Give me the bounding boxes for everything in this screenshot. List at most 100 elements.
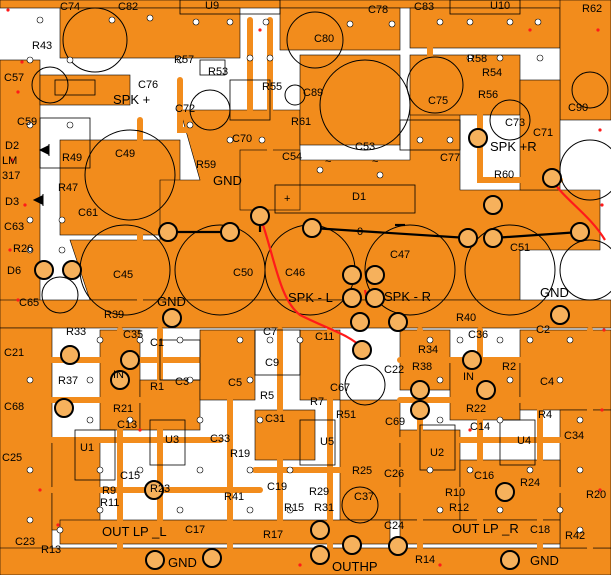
label-c57: C57 (4, 72, 25, 84)
label-tilde-2: ~ (372, 156, 379, 168)
label-c67: C67 (330, 382, 351, 394)
label-r40: R40 (456, 312, 477, 324)
label-c7: C7 (263, 326, 278, 338)
jumper-wires-black (168, 218, 581, 240)
label-r9: R9 (102, 485, 117, 497)
label-r19: R19 (230, 448, 251, 460)
label-c2: C2 (536, 324, 551, 336)
label-c14: C14 (470, 421, 491, 433)
label-r43: R43 (32, 40, 53, 52)
label-r60: R60 (494, 169, 515, 181)
diode-d3-symbol (32, 195, 43, 205)
label-r17: R17 (263, 529, 284, 541)
label-in-l: IN (113, 369, 124, 381)
label-c37: C37 (354, 491, 375, 503)
label-c78: C78 (368, 4, 389, 16)
label-r5: R5 (260, 390, 275, 402)
label-r21: R21 (113, 403, 134, 415)
label-c35: C35 (123, 329, 144, 341)
label-spk-plus: SPK + (113, 92, 151, 107)
label-spk-r: SPK - R (384, 289, 431, 304)
label-c63: C63 (4, 221, 25, 233)
label-u1: U1 (80, 442, 95, 454)
label-r57: R57 (174, 54, 195, 66)
label-u10: U10 (490, 0, 511, 12)
label-c4: C4 (540, 376, 555, 388)
label-gnd-mid: GND (157, 294, 186, 309)
label-c72: C72 (175, 103, 196, 115)
label-c5: C5 (228, 377, 243, 389)
label-r7: R7 (310, 396, 325, 408)
label-spk-l: SPK - L (288, 290, 333, 305)
label-c50: C50 (233, 267, 254, 279)
label-c9: C9 (265, 357, 280, 369)
label-u4: U4 (517, 435, 532, 447)
label-gnd-bottom-left: GND (168, 555, 197, 570)
label-u5: U5 (320, 436, 335, 448)
label-c83: C83 (414, 1, 435, 13)
label-r41: R41 (224, 491, 245, 503)
label-r37: R37 (58, 375, 79, 387)
label-d1: D1 (352, 191, 367, 203)
label-c3: C3 (175, 376, 190, 388)
label-r58: R58 (467, 53, 488, 65)
label-out-lp-r: OUT LP _R (452, 521, 519, 536)
label-gnd-bottom-right: GND (530, 553, 559, 568)
label-d6: D6 (7, 265, 22, 277)
label-c46: C46 (285, 267, 306, 279)
label-c82: C82 (118, 1, 139, 13)
label-c33: C33 (210, 433, 231, 445)
label-r10: R10 (445, 487, 466, 499)
label-c21: C21 (4, 347, 25, 359)
label-r59: R59 (196, 159, 217, 171)
label-c15: C15 (120, 470, 141, 482)
label-c36: C36 (468, 329, 489, 341)
label-spk-plus-r: SPK +R (490, 139, 537, 154)
label-c13: C13 (117, 419, 138, 431)
label-r62: R62 (582, 3, 603, 15)
label-c71: C71 (533, 127, 554, 139)
label-lm: LM (2, 155, 18, 167)
label-r51: R51 (336, 409, 357, 421)
label-c34: C34 (564, 430, 585, 442)
label-c22: C22 (384, 364, 405, 376)
label-r2: R2 (502, 361, 517, 373)
label-c76: C76 (138, 79, 159, 91)
label-r1: R1 (150, 381, 165, 393)
label-d3: D3 (5, 196, 20, 208)
label-r42: R42 (565, 530, 586, 542)
label-out-hp: OUTHP (332, 559, 378, 574)
ringed-pads (34, 128, 590, 570)
label-c23: C23 (15, 536, 36, 548)
label-c1: C1 (150, 337, 165, 349)
label-r12: R12 (449, 502, 470, 514)
red-test-points (6, 8, 606, 567)
label-tilde-1: ~ (325, 156, 332, 168)
label-r23: R23 (150, 483, 171, 495)
label-r26: R26 (13, 243, 34, 255)
diode-d2-symbol (38, 145, 49, 155)
label-r20: R20 (586, 489, 607, 501)
label-r4: R4 (538, 409, 553, 421)
label-plus: + (284, 193, 291, 205)
label-r25: R25 (352, 465, 373, 477)
label-c17: C17 (185, 524, 206, 536)
label-r13: R13 (41, 544, 62, 556)
label-r38: R38 (412, 361, 433, 373)
label-r31: R31 (314, 502, 335, 514)
label-r54: R54 (482, 67, 503, 79)
label-c45: C45 (113, 269, 134, 281)
label-c31: C31 (265, 413, 286, 425)
label-r53: R53 (208, 66, 229, 78)
label-c47: C47 (390, 249, 411, 261)
label-c65: C65 (19, 297, 40, 309)
label-c75: C75 (428, 95, 449, 107)
label-c69: C69 (385, 416, 406, 428)
label-c25: C25 (2, 452, 23, 464)
label-c19: C19 (267, 481, 288, 493)
label-r61: R61 (291, 116, 312, 128)
label-c24: C24 (384, 520, 405, 532)
label-gnd-right: GND (540, 285, 569, 300)
